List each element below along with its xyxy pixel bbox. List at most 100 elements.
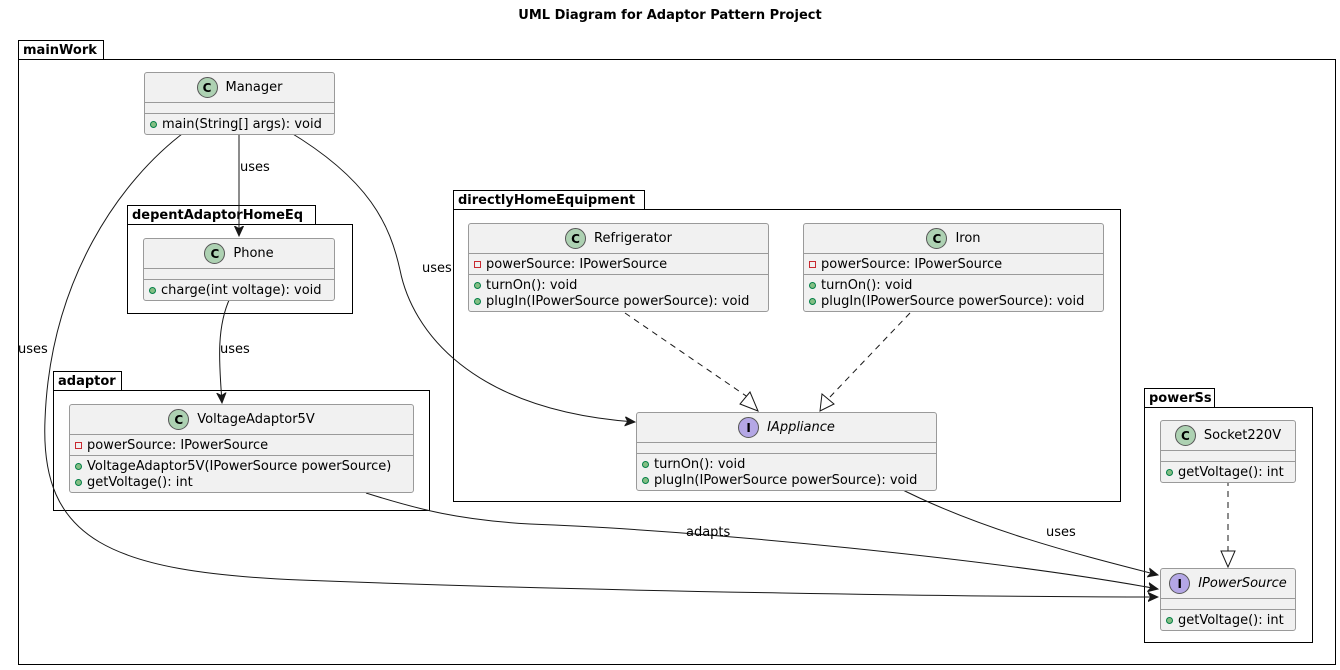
- class-socket220v-name: Socket220V: [1203, 428, 1282, 443]
- private-visibility-icon: [809, 260, 816, 268]
- interface-iappliance-methods: turnOn(): void plugIn(IPowerSource power…: [637, 454, 936, 490]
- field-row: powerSource: IPowerSource: [809, 256, 1098, 272]
- method-row: getVoltage(): int: [1166, 464, 1290, 480]
- class-phone-methods: charge(int voltage): void: [144, 280, 334, 300]
- interface-ipowersource-header: I IPowerSource: [1161, 569, 1295, 599]
- public-visibility-icon: [1166, 616, 1173, 624]
- class-socket220v-header: C Socket220V: [1161, 421, 1295, 451]
- method-text: plugIn(IPowerSource powerSource): void: [654, 472, 918, 488]
- class-manager-name: Manager: [225, 80, 283, 95]
- class-socket220v-fields: [1161, 451, 1295, 462]
- interface-iappliance: I IAppliance turnOn(): void plugIn(IPowe…: [636, 412, 937, 491]
- field-text: powerSource: IPowerSource: [821, 256, 1003, 272]
- private-visibility-icon: [474, 260, 481, 268]
- method-row: plugIn(IPowerSource powerSource): void: [474, 293, 763, 309]
- package-adaptor: [53, 390, 430, 511]
- package-tab-mainwork: mainWork: [18, 40, 104, 60]
- public-visibility-icon: [642, 460, 649, 468]
- package-directlyhomeequipment: [453, 209, 1121, 502]
- class-stereotype-icon: C: [204, 243, 226, 264]
- method-text: charge(int voltage): void: [161, 282, 322, 298]
- package-depentadaptorhomeeq: [127, 224, 353, 314]
- interface-iappliance-fields: [637, 443, 936, 454]
- relation-iappliance-ipowersource: [894, 485, 1158, 575]
- public-visibility-icon: [75, 462, 82, 470]
- realization-arrowhead-refrigerator: [739, 391, 759, 412]
- class-phone-fields: [144, 269, 334, 280]
- label-manager-phone: uses: [240, 160, 270, 175]
- method-row: getVoltage(): int: [1166, 612, 1290, 628]
- public-visibility-icon: [809, 281, 816, 289]
- class-voltageadaptor5v: C VoltageAdaptor5V powerSource: IPowerSo…: [69, 404, 414, 493]
- field-row: powerSource: IPowerSource: [474, 256, 763, 272]
- method-row: turnOn(): void: [474, 277, 763, 293]
- field-text: powerSource: IPowerSource: [486, 256, 668, 272]
- interface-ipowersource-name: IPowerSource: [1198, 576, 1287, 591]
- class-voltageadaptor5v-header: C VoltageAdaptor5V: [70, 405, 413, 435]
- method-row: charge(int voltage): void: [149, 282, 329, 298]
- label-manager-ipowersource: uses: [18, 342, 48, 357]
- diagram-title: UML Diagram for Adaptor Pattern Project: [518, 8, 822, 23]
- package-tab-directlyhomeequipment: directlyHomeEquipment: [453, 190, 645, 210]
- method-text: turnOn(): void: [654, 456, 746, 472]
- class-refrigerator-methods: turnOn(): void plugIn(IPowerSource power…: [469, 275, 768, 311]
- class-phone-name: Phone: [233, 246, 274, 261]
- field-row: powerSource: IPowerSource: [75, 437, 408, 453]
- class-refrigerator-fields: powerSource: IPowerSource: [469, 254, 768, 275]
- class-voltageadaptor5v-name: VoltageAdaptor5V: [197, 412, 315, 427]
- method-text: getVoltage(): int: [1178, 612, 1284, 628]
- class-manager: C Manager main(String[] args): void: [144, 72, 335, 135]
- class-socket220v-methods: getVoltage(): int: [1161, 462, 1295, 482]
- public-visibility-icon: [474, 297, 481, 305]
- relation-manager-iappliance: [287, 130, 635, 422]
- class-stereotype-icon: C: [565, 228, 587, 249]
- class-stereotype-icon: C: [926, 228, 948, 249]
- method-text: main(String[] args): void: [162, 116, 322, 132]
- method-row: getVoltage(): int: [75, 474, 408, 490]
- class-iron-header: C Iron: [804, 224, 1103, 254]
- class-refrigerator: C Refrigerator powerSource: IPowerSource…: [468, 223, 769, 312]
- class-iron-name: Iron: [955, 231, 981, 246]
- method-row: turnOn(): void: [642, 456, 931, 472]
- label-voltageadaptor-ipowersource: adapts: [686, 525, 731, 540]
- class-socket220v: C Socket220V getVoltage(): int: [1160, 420, 1296, 483]
- public-visibility-icon: [150, 120, 157, 128]
- realization-arrowhead-socket: [1220, 550, 1236, 569]
- field-text: powerSource: IPowerSource: [87, 437, 269, 453]
- relation-voltageadaptor-ipowersource: [365, 492, 1158, 589]
- package-powerss: [1144, 407, 1313, 643]
- method-text: turnOn(): void: [821, 277, 913, 293]
- method-text: getVoltage(): int: [87, 474, 193, 490]
- class-stereotype-icon: C: [196, 77, 218, 98]
- method-text: plugIn(IPowerSource powerSource): void: [821, 293, 1085, 309]
- class-stereotype-icon: C: [168, 409, 190, 430]
- label-iappliance-ipowersource: uses: [1046, 525, 1076, 540]
- relation-manager-ipowersource: [44, 130, 1158, 597]
- realization-refrigerator-iappliance: [624, 312, 753, 401]
- class-manager-methods: main(String[] args): void: [145, 114, 334, 134]
- class-phone-header: C Phone: [144, 239, 334, 269]
- method-row: plugIn(IPowerSource powerSource): void: [809, 293, 1098, 309]
- class-iron-fields: powerSource: IPowerSource: [804, 254, 1103, 275]
- label-manager-iappliance: uses: [422, 261, 452, 276]
- class-refrigerator-name: Refrigerator: [594, 231, 672, 246]
- interface-iappliance-header: I IAppliance: [637, 413, 936, 443]
- class-manager-fields: [145, 103, 334, 114]
- private-visibility-icon: [75, 441, 82, 449]
- class-iron: C Iron powerSource: IPowerSource turnOn(…: [803, 223, 1104, 312]
- package-tab-adaptor: adaptor: [53, 371, 122, 391]
- method-text: VoltageAdaptor5V(IPowerSource powerSourc…: [87, 458, 392, 474]
- package-tab-depentadaptorhomeeq: depentAdaptorHomeEq: [127, 205, 316, 225]
- interface-iappliance-name: IAppliance: [767, 420, 835, 435]
- class-iron-methods: turnOn(): void plugIn(IPowerSource power…: [804, 275, 1103, 311]
- interface-stereotype-icon: I: [1169, 573, 1191, 594]
- public-visibility-icon: [1166, 468, 1173, 476]
- public-visibility-icon: [809, 297, 816, 305]
- class-manager-header: C Manager: [145, 73, 334, 103]
- interface-stereotype-icon: I: [738, 417, 760, 438]
- public-visibility-icon: [474, 281, 481, 289]
- realization-arrowhead-iron: [819, 393, 835, 412]
- method-row: plugIn(IPowerSource powerSource): void: [642, 472, 931, 488]
- public-visibility-icon: [642, 476, 649, 484]
